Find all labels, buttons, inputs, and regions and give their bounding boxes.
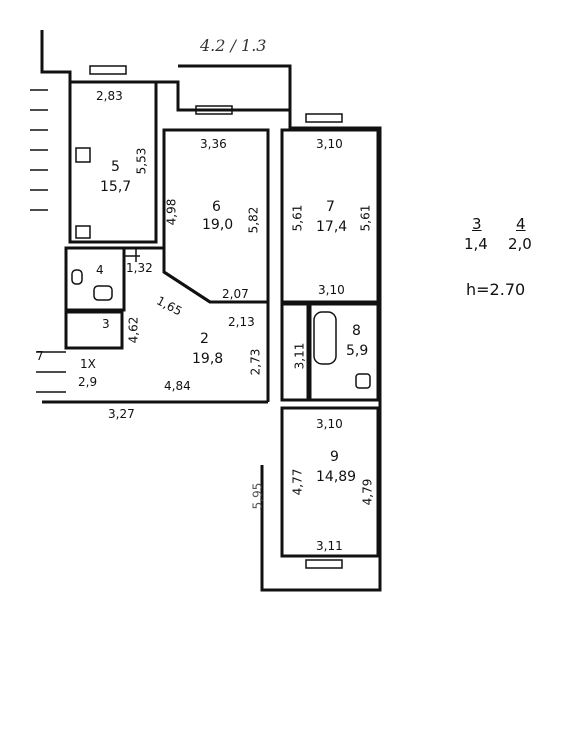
washbasin bbox=[93, 285, 113, 301]
room-8-area: 5,9 bbox=[346, 343, 369, 359]
room-2-width: 2,13 bbox=[228, 315, 255, 329]
legend-item-4-num: 4 bbox=[516, 215, 526, 233]
room-9-right-length: 4,79 bbox=[360, 478, 375, 506]
room-9-area: 14,89 bbox=[316, 469, 357, 485]
legend-item-3-area: 1,4 bbox=[464, 235, 488, 253]
room-8-wall bbox=[308, 302, 380, 402]
room-5-length: 5,53 bbox=[134, 147, 149, 175]
room-6-bottom: 2,07 bbox=[222, 287, 249, 301]
door-arc bbox=[124, 248, 140, 262]
room-7-area: 17,4 bbox=[316, 219, 348, 235]
window-room-5 bbox=[89, 65, 127, 75]
exterior-wall-top-right bbox=[178, 64, 292, 110]
corridor-dim: 5,95 bbox=[250, 482, 265, 510]
room-2-right-length: 2,73 bbox=[248, 348, 263, 376]
room-5-number: 5 bbox=[111, 159, 120, 175]
room-6-area: 19,0 bbox=[202, 217, 234, 233]
legend-item-4-area: 2,0 bbox=[508, 235, 532, 253]
room-6-left-length: 4,98 bbox=[164, 198, 179, 226]
toilet bbox=[71, 269, 83, 285]
corridor-wall bbox=[280, 302, 310, 402]
room-3-wall bbox=[64, 310, 124, 350]
room-4-number: 4 bbox=[96, 263, 104, 277]
ceiling-height: h=2.70 bbox=[466, 280, 526, 299]
room-2-wall bbox=[124, 246, 270, 402]
stove bbox=[75, 147, 91, 163]
room-3-dim: 4,62 bbox=[126, 316, 141, 344]
room-1x-number: 1X bbox=[80, 357, 96, 371]
legend-item-3-num: 3 bbox=[472, 215, 482, 233]
room-6-width: 3,36 bbox=[200, 137, 227, 151]
left-partial-label: 7 bbox=[36, 349, 44, 363]
room-6-number: 6 bbox=[212, 199, 221, 215]
room-7-left-length: 5,61 bbox=[290, 204, 305, 232]
room-2-bottom: 4,84 bbox=[164, 379, 191, 393]
room-5-wall bbox=[68, 80, 158, 244]
room-2-number: 2 bbox=[200, 331, 209, 347]
window-room-7 bbox=[305, 113, 343, 123]
room-7-bottom: 3,10 bbox=[318, 283, 345, 297]
window-room-9 bbox=[305, 559, 343, 569]
room-9-number: 9 bbox=[330, 449, 339, 465]
room-7-width: 3,10 bbox=[316, 137, 343, 151]
bathtub bbox=[313, 311, 337, 365]
room-2-area: 19,8 bbox=[192, 351, 224, 367]
room-4-dim: 1,32 bbox=[126, 261, 153, 275]
room-4-wall bbox=[64, 246, 126, 312]
room-6-right-length: 5,82 bbox=[246, 206, 261, 234]
window-room-6 bbox=[195, 105, 233, 115]
stair-marks bbox=[30, 89, 66, 393]
room-9-width: 3,10 bbox=[316, 417, 343, 431]
room-9-left-length: 4,77 bbox=[290, 468, 305, 496]
room-7-right-length: 5,61 bbox=[358, 204, 373, 232]
room-8-number: 8 bbox=[352, 323, 361, 339]
room-1x-area: 2,9 bbox=[78, 375, 98, 389]
room-5-width: 2,83 bbox=[96, 89, 123, 103]
exterior-wall-top-left bbox=[40, 30, 72, 82]
room-7-number: 7 bbox=[326, 199, 335, 215]
room-9-bottom: 3,11 bbox=[316, 539, 343, 553]
exterior-wall-right bbox=[260, 400, 382, 592]
corridor-length: 3,11 bbox=[292, 342, 307, 370]
sink bbox=[355, 373, 371, 389]
bottom-left-dim: 3,27 bbox=[108, 407, 135, 421]
room-9-wall bbox=[280, 406, 380, 558]
room-7-wall bbox=[280, 128, 380, 304]
room-5-area: 15,7 bbox=[100, 179, 132, 195]
room-3-number: 3 bbox=[102, 317, 110, 331]
handwritten-reference: 4.2 / 1.3 bbox=[200, 36, 267, 55]
kitchen-sink bbox=[75, 225, 91, 239]
